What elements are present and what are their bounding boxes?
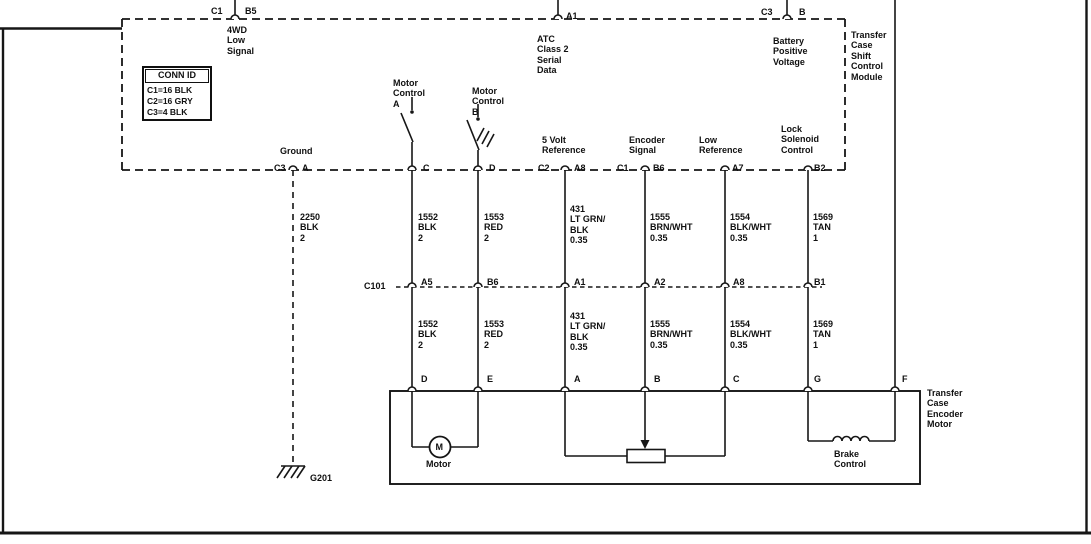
pin-label-b-top: B xyxy=(799,7,806,17)
wire-label-1553-red-lower: 1553 RED 2 xyxy=(484,319,505,350)
motor-control-b-label: Motor Control B xyxy=(472,86,504,117)
wire-label-2250-blk: 2250 BLK 2 xyxy=(300,212,321,243)
wire-label-1554-blkwht-lower: 1554 BLK/WHT 0.35 xyxy=(730,319,772,350)
pin-label-b2-bottom: B2 xyxy=(814,163,826,173)
signal-label-ground: Ground xyxy=(280,146,313,156)
signal-label-lock-solenoid: Lock Solenoid Control xyxy=(781,124,819,155)
upper-wires xyxy=(292,170,809,466)
module-top-pins xyxy=(230,14,792,20)
conn-id-header: CONN ID xyxy=(145,69,209,83)
pin-label-c2-bottom: C2 xyxy=(538,163,550,173)
pin-label-b6-bottom: B6 xyxy=(653,163,665,173)
encoder-pin-d: D xyxy=(421,374,428,384)
wire-label-1555-brnwht-lower: 1555 BRN/WHT 0.35 xyxy=(650,319,693,350)
c101-pin-b1: B1 xyxy=(814,277,826,287)
brake-coil-symbol xyxy=(807,391,896,442)
wire-label-1552-blk-upper: 1552 BLK 2 xyxy=(418,212,439,243)
conn-id-row-c1: C1=16 BLK xyxy=(147,84,193,95)
encoder-pin-c: C xyxy=(733,374,740,384)
c101-pin-a2: A2 xyxy=(654,277,666,287)
c101-label: C101 xyxy=(364,281,386,291)
pin-label-c3-top: C3 xyxy=(761,7,773,17)
encoder-pin-f: F xyxy=(902,374,908,384)
lower-wires xyxy=(411,287,809,387)
pin-label-c1-bottom: C1 xyxy=(617,163,629,173)
signal-label-4wd-low: 4WD Low Signal xyxy=(227,25,255,56)
motor-control-b-switch xyxy=(466,104,495,166)
conn-id-row-c3: C3=4 BLK xyxy=(147,106,188,117)
motor-label: Motor xyxy=(426,459,451,469)
pin-label-b5-top: B5 xyxy=(245,6,257,16)
wire-label-1569-tan-upper: 1569 TAN 1 xyxy=(813,212,834,243)
encoder-pin-g: G xyxy=(814,374,822,384)
motor-control-a-label: Motor Control A xyxy=(393,78,425,109)
wire-label-1569-tan-lower: 1569 TAN 1 xyxy=(813,319,834,350)
signal-label-battery: Battery Positive Voltage xyxy=(773,36,808,67)
motor-symbol-letter: M xyxy=(435,442,444,452)
pin-label-c3-bottom: C3 xyxy=(274,163,286,173)
pin-label-a1-top: A1 xyxy=(566,11,578,21)
motor-control-a-switch xyxy=(400,97,414,166)
pin-label-c1-top: C1 xyxy=(211,6,223,16)
conn-id-row-c2: C2=16 GRY xyxy=(147,95,193,106)
wire-label-1554-blkwht-upper: 1554 BLK/WHT 0.35 xyxy=(730,212,772,243)
ground-id-label: G201 xyxy=(310,473,333,483)
brake-control-label: Brake Control xyxy=(834,449,866,470)
signal-label-atc-serial: ATC Class 2 Serial Data xyxy=(537,34,569,76)
signal-label-low-reference: Low Reference xyxy=(699,135,743,156)
encoder-pin-e: E xyxy=(487,374,494,384)
encoder-potentiometer-symbol xyxy=(564,391,726,464)
c101-pin-a5: A5 xyxy=(421,277,433,287)
encoder-motor-name-label: Transfer Case Encoder Motor xyxy=(927,388,964,430)
c101-connector xyxy=(396,282,822,288)
top-entry-wires xyxy=(234,0,896,387)
wire-label-431-ltgrn-lower: 431 LT GRN/ BLK 0.35 xyxy=(570,311,606,353)
encoder-motor-box xyxy=(389,386,921,485)
c101-pin-a8: A8 xyxy=(733,277,745,287)
conn-id-table: CONN ID C1=16 BLK C2=16 GRY C3=4 BLK xyxy=(142,66,212,121)
signal-label-encoder-signal: Encoder Signal xyxy=(629,135,666,156)
pin-label-a7-bottom: A7 xyxy=(732,163,744,173)
encoder-pin-b: B xyxy=(654,374,661,384)
wire-label-1553-red-upper: 1553 RED 2 xyxy=(484,212,505,243)
wire-label-1555-brnwht-upper: 1555 BRN/WHT 0.35 xyxy=(650,212,693,243)
c101-pin-b6: B6 xyxy=(487,277,499,287)
signal-label-5v-reference: 5 Volt Reference xyxy=(542,135,586,156)
pin-label-d-bottom: D xyxy=(489,163,496,173)
wire-label-1552-blk-lower: 1552 BLK 2 xyxy=(418,319,439,350)
c101-pin-a1: A1 xyxy=(574,277,586,287)
module-bottom-pins xyxy=(288,165,813,171)
pin-label-a-bottom: A xyxy=(302,163,309,173)
wire-label-431-ltgrn-upper: 431 LT GRN/ BLK 0.35 xyxy=(570,204,606,246)
motor-symbol xyxy=(411,391,479,459)
ground-symbol xyxy=(276,465,306,479)
pin-label-a8-bottom: A8 xyxy=(574,163,586,173)
encoder-pin-a: A xyxy=(574,374,581,384)
module-name-label: Transfer Case Shift Control Module xyxy=(851,30,887,82)
pin-label-c-bottom: C xyxy=(423,163,430,173)
